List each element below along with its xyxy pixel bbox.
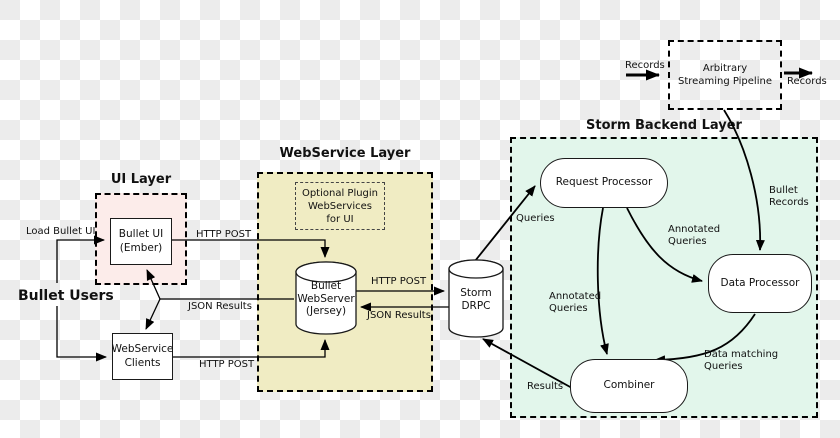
edge-json-results-to-ui <box>146 269 161 300</box>
edge-results <box>482 338 573 389</box>
node-webservice-clients: WebService Clients <box>112 333 173 380</box>
label-records-out: Records <box>787 76 827 87</box>
edge-json-results-to-clients <box>145 298 161 330</box>
edge-http-post-ui <box>172 239 330 258</box>
webservice-layer-title: WebService Layer <box>279 146 411 161</box>
label-queries: Queries <box>516 213 555 224</box>
edge-bullet-records <box>723 109 765 251</box>
node-arbitrary-streaming-pipeline: Arbitrary Streaming Pipeline <box>668 40 782 110</box>
label-http-post-clients: HTTP POST <box>199 359 255 370</box>
node-bullet-users: Bullet Users <box>18 288 114 304</box>
ui-layer-title: UI Layer <box>110 172 172 187</box>
node-bullet-webserver-label: Bullet WebServer (Jersey) <box>297 280 355 318</box>
node-combiner: Combiner <box>570 359 688 413</box>
label-http-post-drpc: HTTP POST <box>371 276 427 287</box>
label-annotated-queries-combiner: Annotated Queries <box>549 291 602 314</box>
edge-http-post-clients <box>173 339 330 358</box>
storm-drpc-cylinder-top <box>448 259 504 279</box>
node-bullet-ui: Bullet UI (Ember) <box>110 218 172 265</box>
label-json-results-ui: JSON Results <box>188 301 252 312</box>
label-json-results-drpc: JSON Results <box>367 310 431 321</box>
bullet-webserver-cylinder-top <box>295 261 357 283</box>
storm-backend-layer-title: Storm Backend Layer <box>586 118 742 133</box>
label-results: Results <box>527 381 564 392</box>
label-records-in: Records <box>625 60 665 71</box>
node-data-processor: Data Processor <box>708 254 812 313</box>
edge-annotated-queries-dp <box>626 207 703 283</box>
node-optional-plugin: Optional Plugin WebServices for UI <box>295 182 385 230</box>
edge-annotated-queries-combiner <box>596 207 609 355</box>
label-load-bullet-ui: Load Bullet UI <box>26 226 96 237</box>
label-data-matching: Data matching Queries <box>704 349 779 372</box>
edge-load-bullet-ui <box>56 235 105 283</box>
edge-users-to-clients <box>56 306 107 362</box>
label-bullet-records: Bullet Records <box>769 185 809 208</box>
label-http-post-ui: HTTP POST <box>196 229 252 240</box>
node-request-processor: Request Processor <box>540 158 668 208</box>
node-storm-drpc-label: Storm DRPC <box>460 287 492 312</box>
edge-queries <box>474 185 536 262</box>
label-annotated-queries-dp: Annotated Queries <box>668 224 721 247</box>
